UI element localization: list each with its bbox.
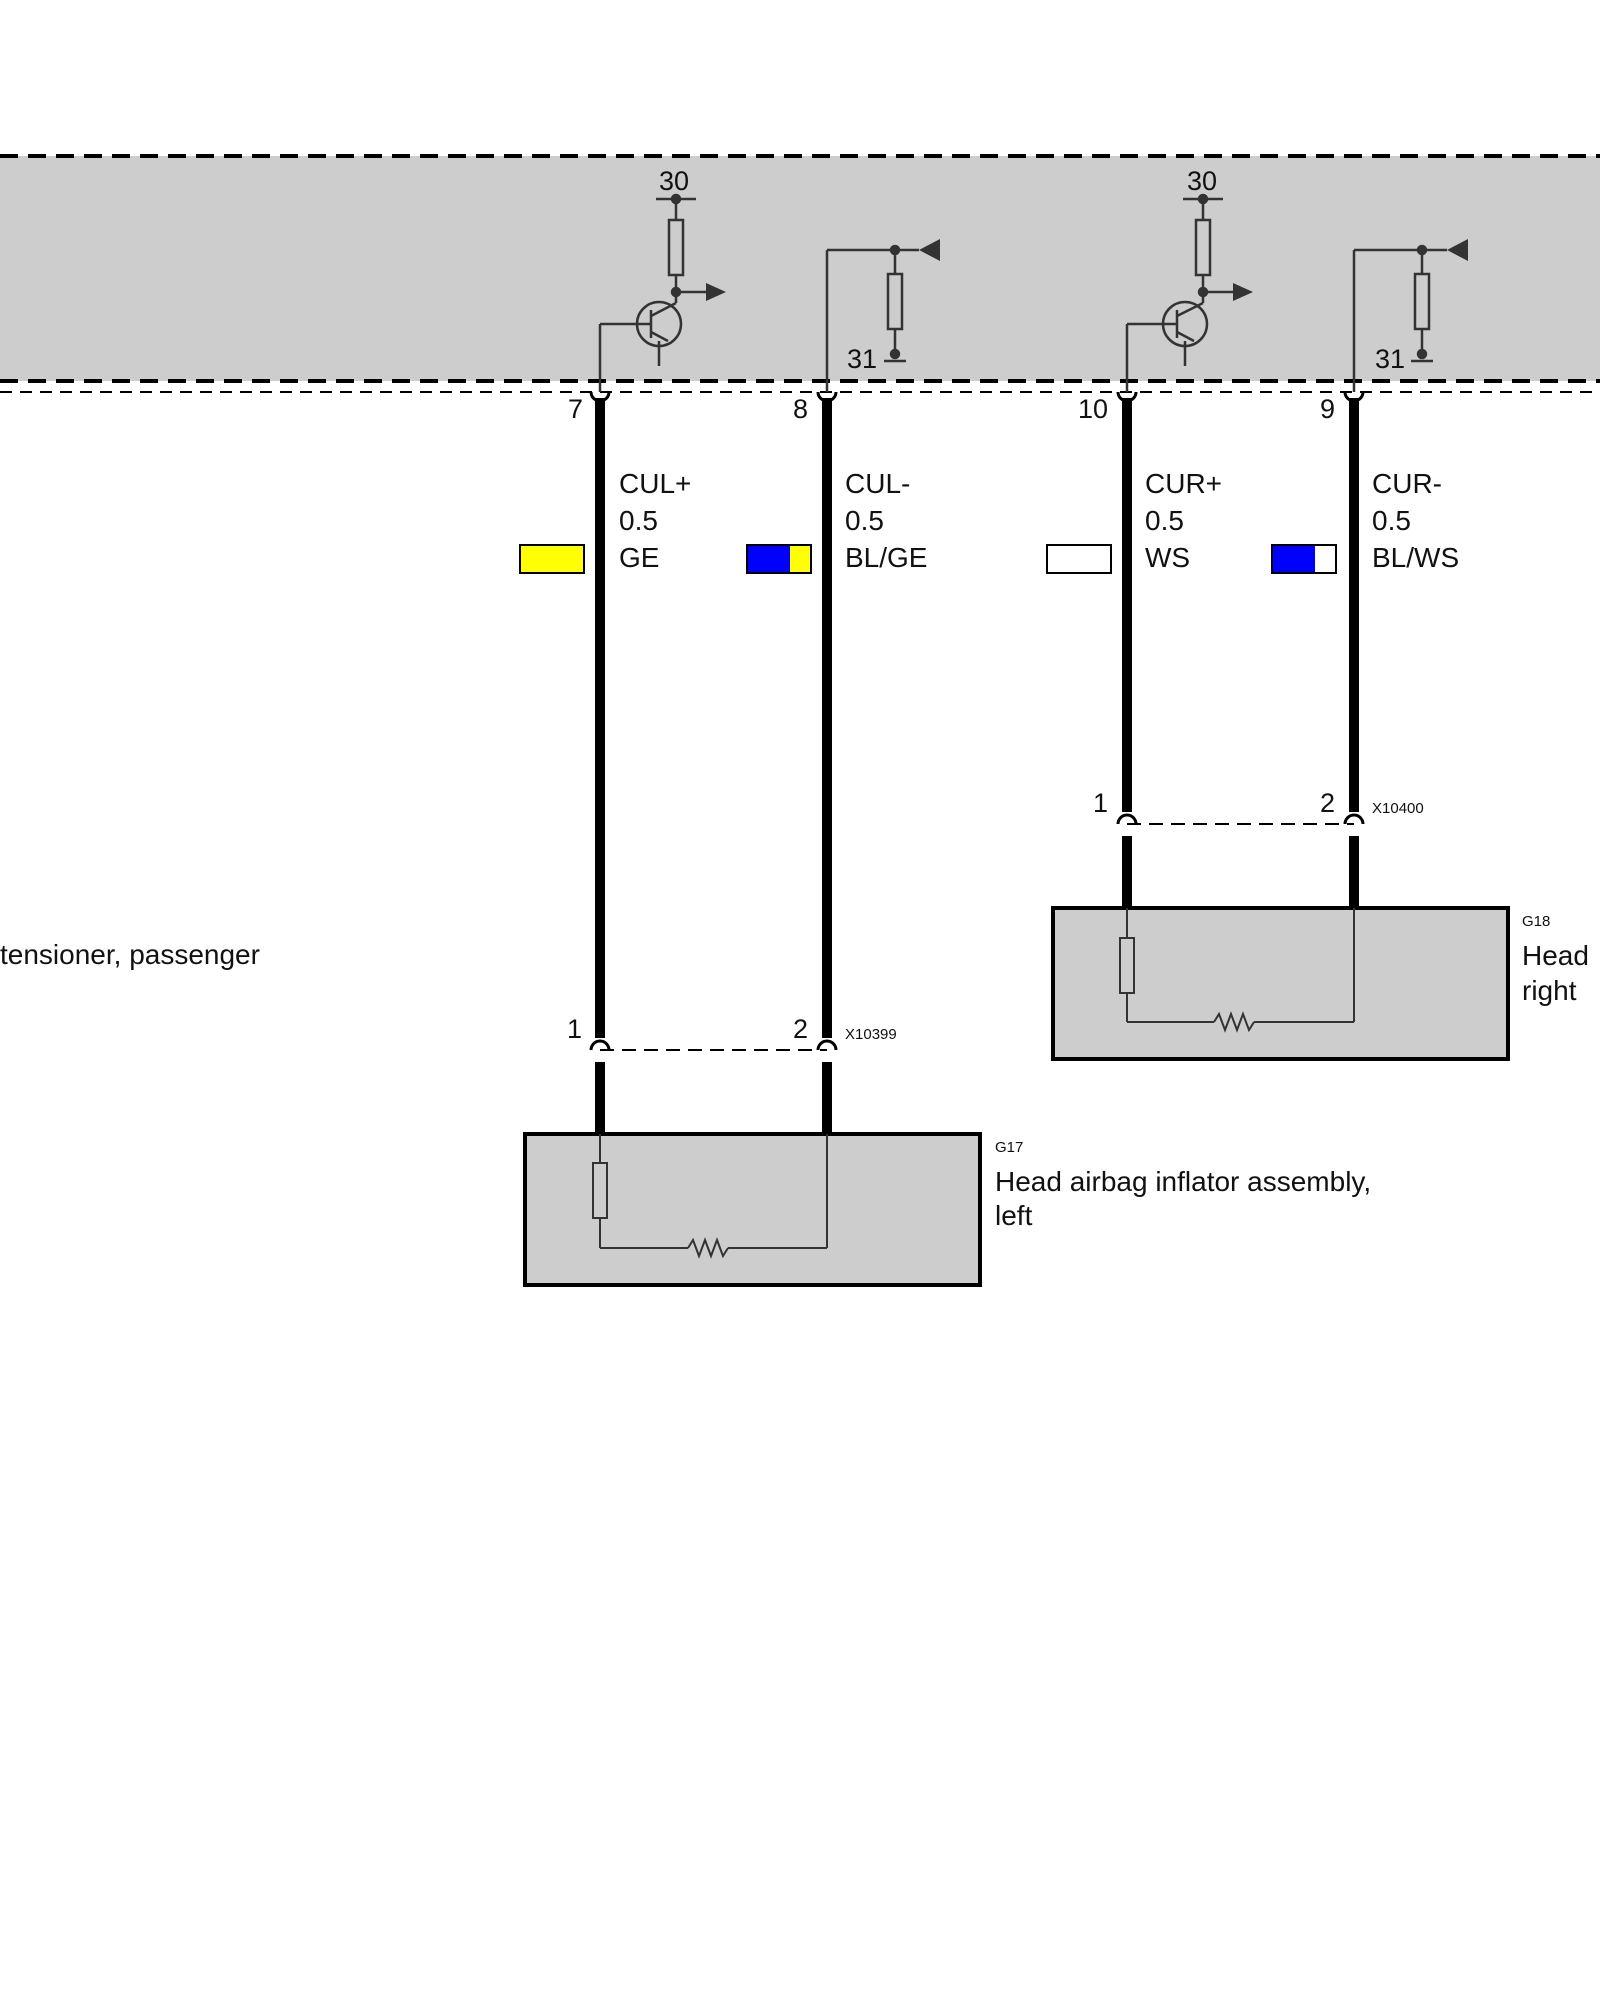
- igniter-element-icon: [687, 1237, 729, 1259]
- wire-color-label: BL/GE: [845, 542, 927, 573]
- pulldown-circuit-right: [1352, 239, 1468, 392]
- wire-signal-label: CUL+: [619, 468, 691, 499]
- connector-pin-2: 2: [793, 1014, 808, 1044]
- ground-label-right: 31: [1375, 344, 1405, 374]
- control-module-body: [0, 156, 1600, 381]
- wire-label-cur-minus: CUR- 0.5 BL/WS: [1271, 468, 1459, 574]
- pullup-resistor-left: [667, 218, 685, 277]
- wire-color-swatch-primary: [1272, 545, 1315, 573]
- output-arrow-left: [706, 283, 726, 301]
- component-name-line1: Head: [1522, 940, 1589, 971]
- wire-signal-label: CUR-: [1372, 468, 1442, 499]
- wire-size-label: 0.5: [1372, 505, 1411, 536]
- pulldown-circuit-left: [825, 239, 940, 392]
- input-arrow-right: [1447, 239, 1468, 261]
- wire-label-cur-plus: CUR+ 0.5 WS: [1046, 468, 1222, 574]
- input-arrow-left: [919, 239, 940, 261]
- wire-size-label: 0.5: [845, 505, 884, 536]
- wire-label-cul-minus: CUL- 0.5 BL/GE: [746, 468, 927, 574]
- component-g17[interactable]: G17 Head airbag inflator assembly, left: [523, 1132, 1371, 1287]
- supply-label-left: 30: [659, 166, 689, 196]
- wire-color-swatch: [519, 544, 585, 574]
- module-pin-7: 7: [568, 394, 583, 424]
- module-pin-hooks: [589, 391, 1365, 403]
- component-body: [1051, 906, 1510, 1061]
- component-name-line2: left: [995, 1200, 1033, 1231]
- wire-color-swatch-primary: [747, 545, 790, 573]
- component-g18[interactable]: G18 Head right: [1051, 906, 1589, 1061]
- wire-color-label: GE: [619, 542, 659, 573]
- wire-label-cul-plus: CUL+ 0.5 GE: [519, 468, 691, 574]
- driver-circuit-right: [1125, 193, 1253, 392]
- pullup-resistor-right: [1194, 218, 1212, 277]
- connector-pin-1: 1: [567, 1014, 582, 1044]
- wire-color-swatch-stripe: [1315, 545, 1336, 573]
- wire-color-label: BL/WS: [1372, 542, 1459, 573]
- pulldown-resistor-left: [886, 272, 904, 331]
- output-arrow-right: [1233, 283, 1253, 301]
- wire-color-swatch: [1046, 544, 1112, 574]
- wire-harness: [595, 398, 1359, 1134]
- module-pin-8: 8: [793, 394, 808, 424]
- connector-id-label: X10400: [1372, 800, 1424, 817]
- connector-x10400[interactable]: 1 2 X10400: [1093, 788, 1424, 825]
- supply-label-right: 30: [1187, 166, 1217, 196]
- component-name-line1: Head airbag inflator assembly,: [995, 1166, 1371, 1197]
- control-module: 30 31 30 31: [0, 154, 1600, 393]
- connector-pin-1: 1: [1093, 788, 1108, 818]
- wire-color-label: WS: [1145, 542, 1190, 573]
- component-id-label: G17: [995, 1139, 1023, 1156]
- offpage-component-label: tensioner, passenger: [0, 939, 260, 970]
- connector-id-label: X10399: [845, 1026, 897, 1043]
- connector-pin-2: 2: [1320, 788, 1335, 818]
- connector-x10399[interactable]: 1 2 X10399: [567, 1014, 897, 1051]
- wire-size-label: 0.5: [1145, 505, 1184, 536]
- igniter-element-icon: [1213, 1011, 1255, 1033]
- module-pin-9: 9: [1320, 394, 1335, 424]
- driver-circuit-left: [598, 193, 726, 392]
- wire-color-swatch-stripe: [790, 545, 811, 573]
- ground-label-left: 31: [847, 344, 877, 374]
- component-name-line2: right: [1522, 975, 1577, 1006]
- component-id-label: G18: [1522, 913, 1550, 930]
- wire-signal-label: CUL-: [845, 468, 910, 499]
- pulldown-resistor-right: [1413, 272, 1431, 331]
- wire-size-label: 0.5: [619, 505, 658, 536]
- wire-signal-label: CUR+: [1145, 468, 1222, 499]
- module-pin-10: 10: [1078, 394, 1108, 424]
